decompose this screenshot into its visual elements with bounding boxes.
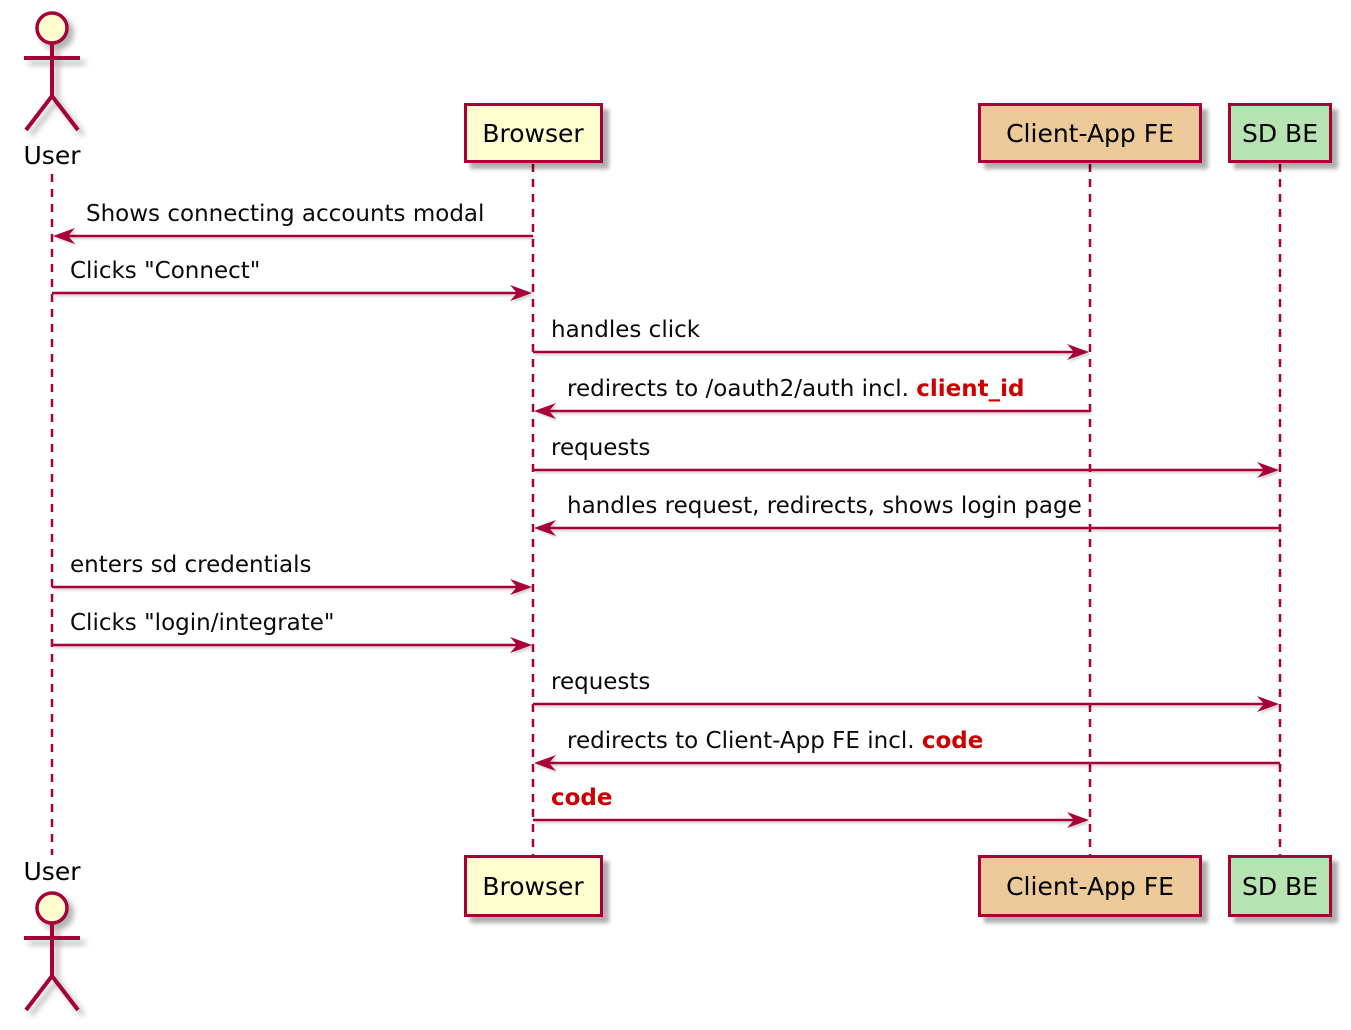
message-label: enters sd credentials: [70, 550, 312, 580]
participant-browser-bottom: Browser: [463, 855, 603, 917]
actor-legs: [24, 92, 80, 132]
message-label: Clicks "login/integrate": [70, 608, 335, 638]
message-text: redirects to Client-App FE incl.: [567, 728, 922, 754]
participant-sdbe-top: SD BE: [1228, 103, 1332, 163]
message-text: requests: [551, 669, 651, 695]
arrows-group: [52, 228, 1280, 828]
message-highlight: client_id: [916, 376, 1025, 402]
message-text: redirects to /oauth2/auth incl.: [567, 376, 917, 402]
message-arrowhead: [1067, 812, 1089, 828]
message-text: Clicks "Connect": [70, 258, 261, 284]
message-label: handles request, redirects, shows login …: [567, 491, 1082, 521]
message-text: Clicks "login/integrate": [70, 610, 335, 636]
message-text: requests: [551, 435, 651, 461]
message-highlight: code: [921, 728, 984, 754]
message-label: redirects to /oauth2/auth incl. client_i…: [567, 374, 1024, 404]
message-label: Clicks "Connect": [70, 256, 260, 286]
message-arrowhead: [1257, 462, 1279, 478]
actor-figures-group: [24, 11, 80, 1012]
message-label: handles click: [551, 315, 700, 345]
message-arrowhead: [1257, 696, 1279, 712]
participant-user-label-bottom: User: [23, 857, 81, 886]
participant-clientapp-bottom: Client-App FE: [978, 855, 1202, 917]
message-arrowhead: [510, 579, 532, 595]
participant-clientapp-top: Client-App FE: [978, 103, 1202, 163]
message-text: handles click: [551, 317, 701, 343]
actor-head: [35, 891, 69, 925]
message-text: handles request, redirects, shows login …: [567, 493, 1082, 519]
user-actor-icon-bottom: [24, 891, 80, 1012]
participant-browser-top: Browser: [463, 103, 603, 163]
message-text: enters sd credentials: [70, 552, 312, 578]
message-highlight: code: [551, 785, 613, 811]
participant-sdbe-bottom: SD BE: [1228, 855, 1332, 917]
message-arrowhead: [1067, 344, 1089, 360]
message-arrowhead: [53, 228, 75, 244]
message-arrowhead: [534, 755, 556, 771]
actor-legs: [24, 972, 80, 1012]
actor-head: [35, 11, 69, 45]
message-arrowhead: [534, 520, 556, 536]
message-arrowhead: [534, 403, 556, 419]
message-arrowhead: [510, 285, 532, 301]
message-label: requests: [551, 433, 650, 463]
message-text: Shows connecting accounts modal: [86, 201, 485, 227]
message-label: redirects to Client-App FE incl. code: [567, 726, 983, 756]
message-label: Shows connecting accounts modal: [86, 199, 484, 229]
message-arrowhead: [510, 637, 532, 653]
participant-user-label-top: User: [23, 141, 81, 170]
message-label: requests: [551, 667, 650, 697]
lifelines-group: [50, 164, 1282, 855]
message-label: code: [551, 783, 613, 813]
user-actor-icon-top: [24, 11, 80, 132]
